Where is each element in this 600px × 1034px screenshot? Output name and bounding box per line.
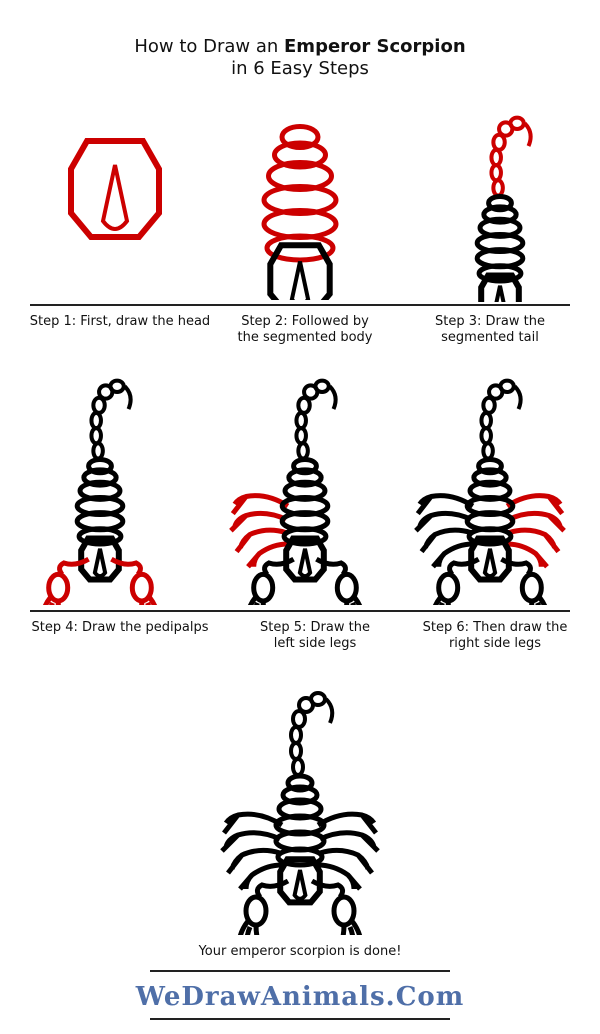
step-2-caption-line2: the segmented body — [237, 330, 373, 345]
title-line2: in 6 Easy Steps — [231, 58, 369, 79]
page-title: How to Draw an Emperor Scorpion in 6 Eas… — [0, 36, 600, 80]
step-6-caption-line1: Step 6: Then draw the — [422, 620, 568, 635]
step-6-caption-line2: right side legs — [448, 636, 542, 651]
head-shape — [270, 245, 329, 300]
footer-rule-top — [150, 970, 450, 972]
step-5-caption: Step 5: Draw the left side legs — [230, 620, 400, 652]
body-segments — [264, 127, 336, 261]
step-3-caption-line1: Step 3: Draw the — [435, 314, 545, 329]
title-bold: Emperor Scorpion — [284, 36, 466, 57]
step-6-caption: Step 6: Then draw the right side legs — [410, 620, 580, 652]
divider-row-1 — [30, 304, 570, 306]
tail-segments — [489, 115, 533, 198]
final-caption: Your emperor scorpion is done! — [198, 944, 402, 959]
finished-scorpion — [222, 691, 378, 935]
step-3-caption: Step 3: Draw the segmented tail — [410, 314, 570, 346]
footer-rule-bottom — [150, 1018, 450, 1020]
head-shape — [71, 141, 159, 237]
step-5-drawing — [220, 378, 390, 605]
step-5-caption-line1: Step 5: Draw the — [260, 620, 370, 635]
step-2-drawing — [240, 80, 360, 300]
step-6-drawing — [405, 378, 575, 605]
step-1-caption: Step 1: First, draw the head — [29, 314, 211, 329]
final-drawing — [205, 691, 395, 935]
step-1-drawing — [50, 110, 180, 260]
divider-row-2 — [30, 610, 570, 612]
step-4-caption: Step 4: Draw the pedipalps — [31, 620, 209, 635]
title-prefix: How to Draw an — [134, 36, 285, 57]
site-logo[interactable]: WeDrawAnimals.Com — [135, 982, 465, 1012]
step-2-caption: Step 2: Followed by the segmented body — [215, 314, 395, 346]
step-2-caption-line1: Step 2: Followed by — [241, 314, 369, 329]
step-3-drawing — [440, 115, 533, 302]
step-3-caption-line2: segmented tail — [441, 330, 539, 345]
body-segments — [477, 196, 523, 281]
left-legs — [231, 496, 288, 567]
right-legs — [507, 496, 564, 567]
step-4-drawing — [20, 378, 180, 605]
step-5-caption-line2: left side legs — [273, 636, 357, 651]
